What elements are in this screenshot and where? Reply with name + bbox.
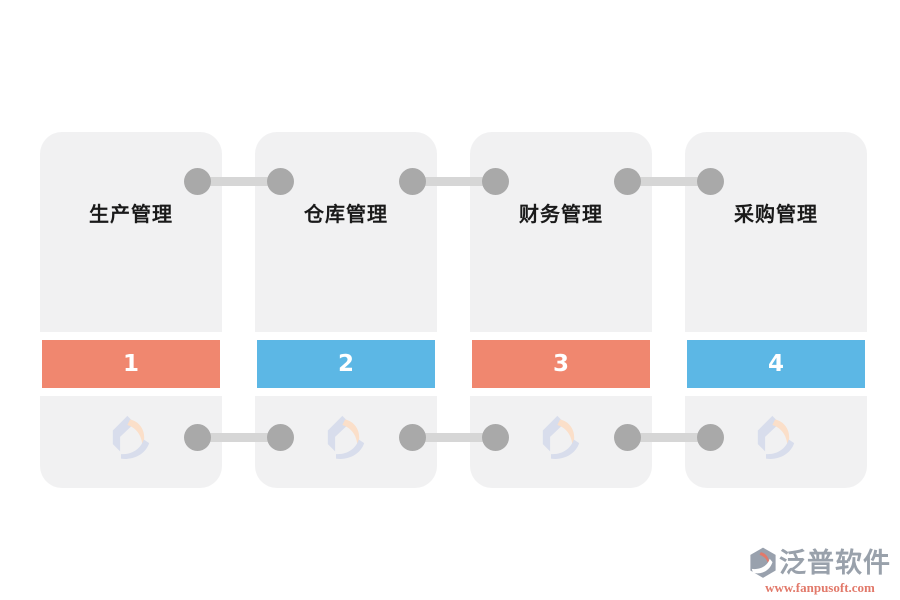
connector-top-3-4: [614, 168, 724, 195]
connector-dot: [614, 424, 641, 451]
step-badge: 3: [472, 340, 650, 388]
connector-line: [197, 433, 281, 442]
connector-dot: [184, 168, 211, 195]
fanpu-logo-watermark-icon: [327, 415, 365, 459]
fanpu-logo-watermark-icon: [112, 415, 150, 459]
brand-url: www.fanpusoft.com: [765, 580, 875, 595]
connector-line: [197, 177, 281, 186]
connector-dot: [697, 168, 724, 195]
card-warehouse: 仓库管理: [255, 132, 437, 332]
card-production: 生产管理: [40, 132, 222, 332]
connector-dot: [399, 168, 426, 195]
connector-dot: [267, 424, 294, 451]
card-procurement: 采购管理: [685, 132, 867, 332]
brand-name: 泛普软件: [779, 547, 891, 579]
connector-dot: [614, 168, 641, 195]
connector-dot: [482, 168, 509, 195]
connector-dot: [482, 424, 509, 451]
fanpu-logo-watermark-icon: [542, 415, 580, 459]
connector-top-2-3: [399, 168, 509, 195]
connector-bottom-3-4: [614, 424, 724, 451]
connector-line: [412, 433, 496, 442]
card-label: 仓库管理: [304, 202, 388, 226]
fanpu-logo-watermark-icon: [757, 415, 795, 459]
card-label: 采购管理: [734, 202, 818, 226]
brand-watermark: 泛普软件 www.fanpusoft.com: [744, 547, 896, 596]
connector-line: [627, 433, 711, 442]
step-badge: 1: [42, 340, 220, 388]
fanpu-logo-icon: [750, 547, 776, 578]
step-badge: 4: [687, 340, 865, 388]
connector-dot: [184, 424, 211, 451]
connector-bottom-2-3: [399, 424, 509, 451]
card-finance: 财务管理: [470, 132, 652, 332]
connector-dot: [697, 424, 724, 451]
connector-dot: [399, 424, 426, 451]
connector-bottom-1-2: [184, 424, 294, 451]
step-badge: 2: [257, 340, 435, 388]
card-label: 财务管理: [519, 202, 603, 226]
connector-dot: [267, 168, 294, 195]
connector-line: [627, 177, 711, 186]
card-label: 生产管理: [89, 202, 173, 226]
connector-top-1-2: [184, 168, 294, 195]
connector-line: [412, 177, 496, 186]
